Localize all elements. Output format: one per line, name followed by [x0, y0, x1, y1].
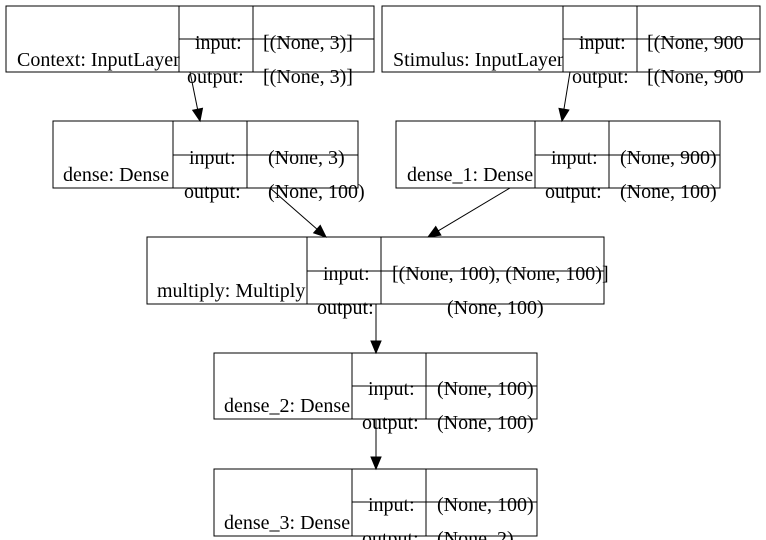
- edge-dense_1-to-multiply: [426, 187, 511, 238]
- input-label: input:: [368, 378, 415, 400]
- node-name: dense: Dense: [63, 164, 169, 186]
- input-shape: [(None, 3)]: [263, 32, 353, 54]
- node-dense-3: dense_3: Dense input: output: (None, 100) (N…: [213, 468, 538, 540]
- node-stimulus: Stimulus: InputLayer input: output: [(None,…: [381, 5, 761, 88]
- edge-line: [189, 71, 199, 110]
- input-label: input:: [579, 32, 626, 54]
- input-shape: [(None, 900: [647, 32, 744, 54]
- node-context: Context: InputLayer input: output: [(None, …: [5, 5, 375, 88]
- edge-line: [269, 187, 318, 230]
- output-shape: (None, 100): [447, 297, 544, 319]
- node-name: multiply: Multiply: [157, 280, 305, 302]
- node-multiply: multiply: Multiply input: output: [(None, 1…: [146, 236, 609, 319]
- output-label: output:: [317, 297, 374, 319]
- output-shape: [(None, 900: [647, 66, 744, 88]
- output-shape: (None, 100): [268, 181, 365, 203]
- edge-line: [563, 71, 571, 110]
- output-label: output:: [362, 412, 419, 434]
- arrow-head-icon: [370, 456, 382, 471]
- node-name: Stimulus: InputLayer: [393, 49, 564, 71]
- arrow-head-icon: [426, 225, 442, 238]
- input-label: input:: [189, 147, 236, 169]
- node-name: dense_1: Dense: [407, 164, 533, 186]
- input-shape: (None, 3): [268, 147, 345, 169]
- input-label: input:: [368, 494, 415, 516]
- node-dense-1: dense_1: Dense input: output: (None, 900) (N…: [395, 120, 721, 203]
- output-label: output:: [545, 181, 602, 203]
- output-shape: [(None, 3)]: [263, 66, 353, 88]
- arrow-head-icon: [312, 224, 327, 238]
- edge-dense-to-multiply: [269, 187, 327, 238]
- node-name: dense_3: Dense: [224, 512, 350, 534]
- arrow-head-icon: [370, 340, 382, 355]
- input-label: input:: [323, 263, 370, 285]
- input-label: input:: [551, 147, 598, 169]
- edge-line: [438, 187, 511, 232]
- output-shape: (None, 100): [620, 181, 717, 203]
- node-dense: dense: Dense input: output: (None, 3) (None,…: [52, 120, 365, 203]
- edge-dense_2-to-dense_3: [370, 419, 382, 471]
- edge-stimulus-to-dense_1: [558, 71, 571, 123]
- output-label: output:: [187, 66, 244, 88]
- edge-context-to-dense: [189, 71, 204, 123]
- input-shape: [(None, 100), (None, 100)]: [392, 263, 609, 285]
- arrow-head-icon: [558, 107, 570, 123]
- node-name: Context: InputLayer: [17, 49, 180, 71]
- output-label: output:: [362, 528, 419, 540]
- input-label: input:: [195, 32, 242, 54]
- output-label: output:: [184, 181, 241, 203]
- arrow-head-icon: [191, 107, 204, 123]
- output-shape: (None, 2): [437, 528, 514, 540]
- node-dense-2: dense_2: Dense input: output: (None, 100) (N…: [213, 352, 538, 434]
- edge-multiply-to-dense_2: [370, 304, 382, 355]
- output-shape: (None, 100): [437, 412, 534, 434]
- output-label: output:: [572, 66, 629, 88]
- input-shape: (None, 900): [620, 147, 717, 169]
- input-shape: (None, 100): [437, 494, 534, 516]
- node-name: dense_2: Dense: [224, 395, 350, 417]
- input-shape: (None, 100): [437, 378, 534, 400]
